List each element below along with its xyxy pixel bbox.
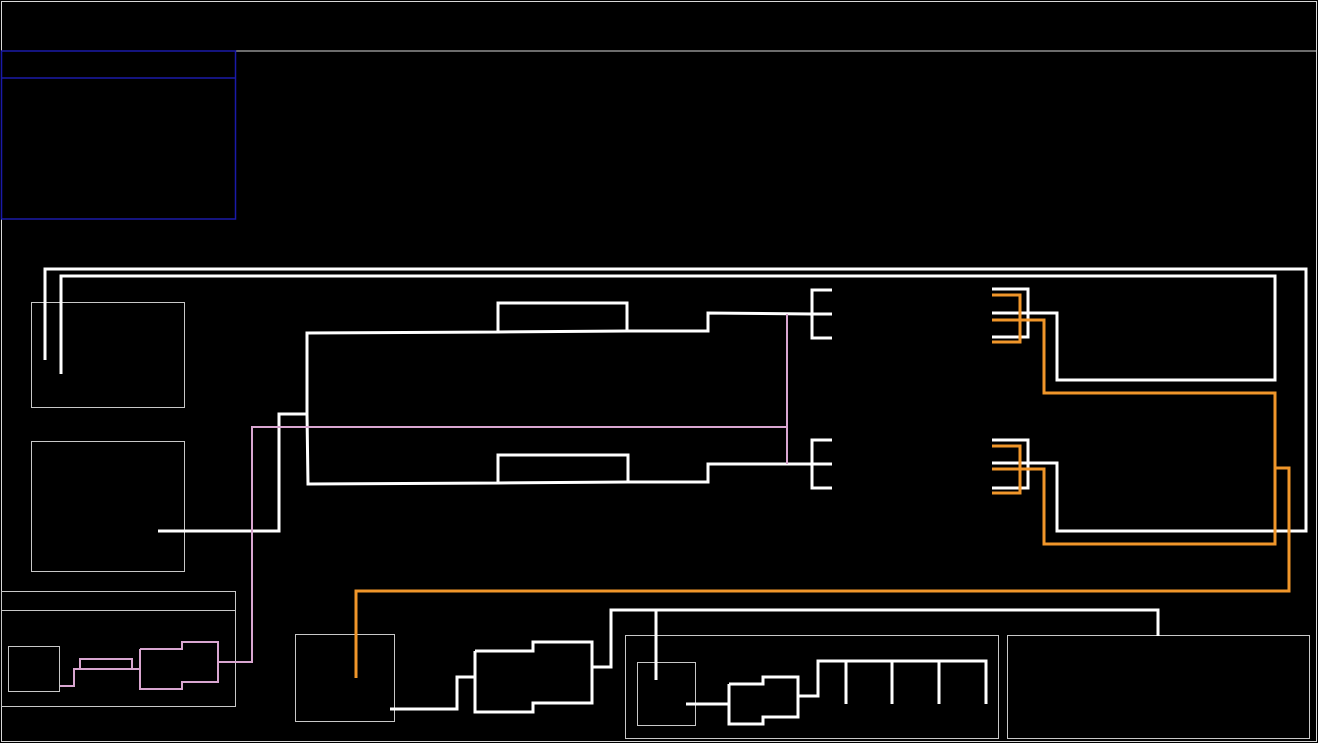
pink-wires bbox=[60, 314, 788, 690]
orange-bracket-lower[interactable] bbox=[992, 444, 1022, 495]
blue-panel-border bbox=[0, 50, 237, 220]
orange-upper-loop[interactable] bbox=[992, 318, 1277, 546]
box-middle-left[interactable] bbox=[31, 441, 185, 572]
box-bottom-middle-small[interactable] bbox=[637, 662, 696, 726]
wire-bottom-block[interactable] bbox=[473, 640, 594, 714]
wire-pink-small-chain[interactable] bbox=[60, 668, 140, 687]
wire-upper-branch[interactable] bbox=[305, 301, 813, 414]
wire-inner-loop[interactable] bbox=[59, 274, 1277, 382]
panel-bottom-middle[interactable] bbox=[625, 635, 999, 739]
wire-pink-bus[interactable] bbox=[218, 314, 788, 663]
orange-return[interactable] bbox=[354, 466, 1291, 678]
wire-bottom-riser[interactable] bbox=[592, 608, 1160, 669]
wire-pink-block[interactable] bbox=[139, 641, 219, 690]
wire-outer-loop[interactable] bbox=[43, 267, 1308, 533]
box-bottom-left-small[interactable] bbox=[8, 646, 60, 692]
bracket-upper-right[interactable] bbox=[992, 287, 1030, 339]
wire-mid-out[interactable] bbox=[798, 659, 988, 704]
wire-feed-left[interactable] bbox=[158, 412, 307, 533]
wire-lower-branch[interactable] bbox=[305, 413, 812, 486]
box-upper-left[interactable] bbox=[31, 302, 185, 408]
wire-bottom-chain[interactable] bbox=[390, 675, 475, 711]
bracket-lower-right[interactable] bbox=[992, 438, 1030, 490]
box-bottom-center[interactable] bbox=[295, 634, 395, 722]
white-wires bbox=[43, 267, 1308, 726]
wire-lower-bus bbox=[497, 480, 629, 485]
wire-pink-small-block[interactable] bbox=[79, 658, 133, 669]
wire-mid-block[interactable] bbox=[727, 675, 800, 726]
panel-bottom-right[interactable] bbox=[1007, 635, 1310, 739]
orange-wires bbox=[354, 293, 1291, 678]
panel-bottom-left[interactable] bbox=[1, 591, 236, 707]
wire-upper-bus bbox=[497, 329, 628, 334]
component-boxes bbox=[1, 302, 1310, 739]
blue-panel bbox=[0, 50, 237, 220]
